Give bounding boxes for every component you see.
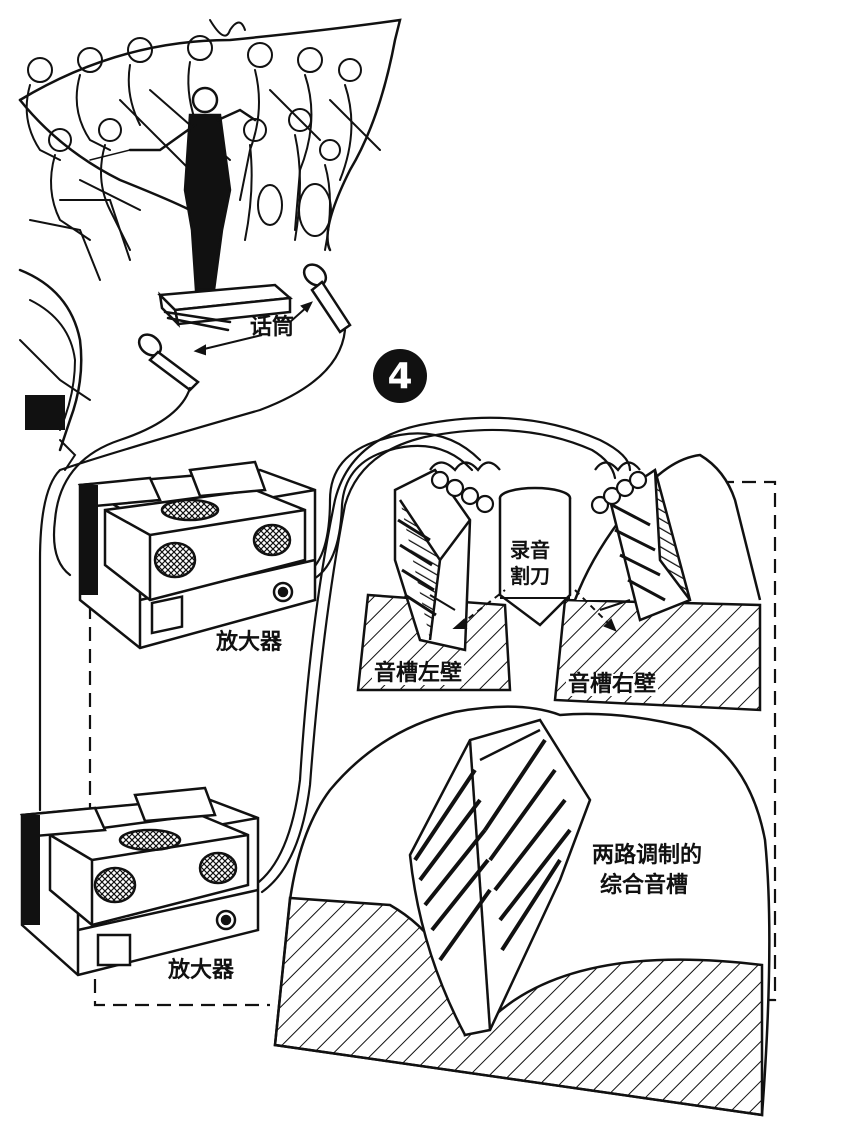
combined-groove-label-line1: 两路调制的 — [592, 843, 703, 868]
groove-right-wall-label: 音槽右壁 — [566, 672, 659, 697]
groove-left-wall-panel — [356, 468, 512, 692]
amplifier-bottom — [19, 786, 260, 977]
cutter-label-line2: 割刀 — [510, 564, 550, 588]
combined-groove-panel — [273, 705, 771, 1117]
figure-number-badge: 4 — [373, 349, 427, 403]
amplifier-top — [77, 460, 317, 650]
amplifier-top-label: 放大器 — [216, 630, 283, 655]
coil-left — [429, 461, 501, 514]
conductor-figure — [89, 86, 293, 332]
cutter-label-line1: 录音 — [510, 538, 550, 562]
recording-cutter — [498, 486, 572, 627]
microphone-pointer-arrows — [193, 301, 313, 356]
cutter-motion-arrows — [429, 589, 631, 632]
amplifier-bottom-label: 放大器 — [168, 958, 235, 983]
microphone-label: 话筒 — [250, 315, 295, 340]
groove-left-wall-label: 音槽左壁 — [372, 661, 465, 686]
cables — [38, 328, 632, 894]
combined-groove-label-line2: 综合音槽 — [600, 873, 689, 898]
microphone-left — [137, 333, 200, 392]
microphone-right — [302, 263, 352, 334]
coil-right — [590, 461, 648, 515]
